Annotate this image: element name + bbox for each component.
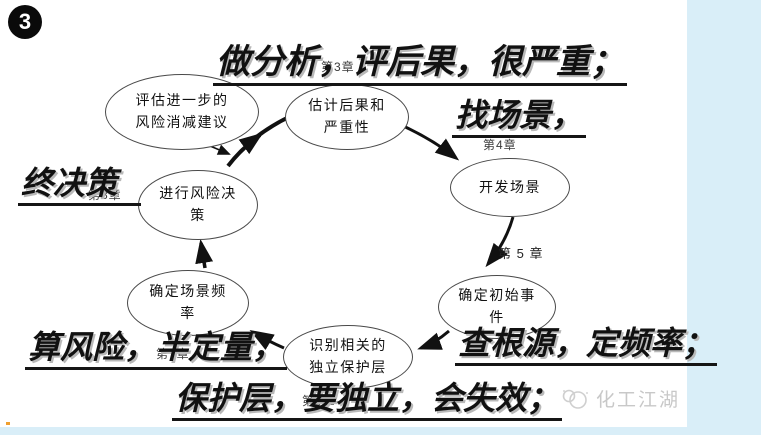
annotation-final-decision: 终决策: [18, 166, 142, 206]
node-risk-decision: 进行风险决 策: [138, 170, 258, 240]
watermark: 化工江湖: [559, 385, 680, 412]
arrow-frequency-to-decision: [195, 239, 214, 269]
arrow-loop-tail: [253, 115, 290, 140]
node-ipl-line2: 独立保护层: [309, 359, 387, 375]
node-initiating-line1: 确定初始事: [458, 287, 536, 304]
right-accent-strip: [687, 0, 761, 435]
chapter-label-ch3: 第3章: [321, 60, 355, 74]
bottom-accent-strip: [0, 427, 761, 435]
annotation-calc-risk: 算风险，半定量，: [25, 330, 288, 370]
chapter-label-ch7: 第7章: [156, 347, 190, 361]
node-evaluate-risk-reduction: 评估进一步的 风险消减建议: [105, 74, 259, 150]
badge-number: 3: [18, 9, 32, 34]
node-estimate-line2: 严重性: [323, 119, 371, 135]
artifact-dot: [6, 422, 10, 425]
node-evaluate-line1: 评估进一步的: [135, 92, 229, 109]
step-number-badge: 3: [8, 5, 42, 39]
arrow-develop-to-initiating: [485, 216, 515, 268]
annotation-protection-layer: 保护层，要独立，会失效；: [172, 381, 563, 421]
node-estimate-consequence: 估计后果和 严重性: [285, 84, 409, 150]
watermark-logo: [562, 389, 588, 409]
chapter-label-ch5: 第 5 章: [498, 246, 544, 261]
node-initiating-event: 确定初始事 件: [438, 275, 556, 339]
watermark-text: 化工江湖: [596, 390, 681, 411]
node-decision-line1: 进行风险决: [159, 185, 237, 202]
node-ipl-line1: 识别相关的: [309, 337, 387, 354]
annotation-top: 做分析，评后果，很严重；: [213, 44, 627, 86]
node-estimate-line1: 估计后果和: [308, 97, 386, 114]
node-identify-ipl: 识别相关的 独立保护层: [283, 325, 413, 389]
node-evaluate-line2: 风险消减建议: [135, 114, 229, 130]
node-decision-line2: 策: [190, 207, 206, 223]
chapter-label-ch8: 第8章: [88, 188, 122, 202]
chapter-label-ch4: 第4章: [483, 138, 517, 152]
arrow-decision-to-estimate: [226, 132, 264, 168]
arrow-ipl-to-frequency: [249, 329, 285, 351]
annotation-find-scenario: 找场景，: [452, 98, 587, 138]
node-frequency-line2: 率: [180, 305, 196, 321]
chapter-label-ch6: 第6章: [302, 394, 336, 408]
node-frequency-line1: 确定场景频: [149, 283, 227, 300]
arrow-estimate-to-develop: [400, 123, 460, 161]
node-develop-line1: 开发场景: [479, 178, 541, 195]
annotation-root-cause: 查根源，定频率；: [455, 326, 718, 366]
node-initiating-line2: 件: [489, 309, 505, 325]
node-develop-scenario: 开发场景: [450, 158, 570, 217]
node-scenario-frequency: 确定场景频 率: [127, 270, 249, 336]
arrow-initiating-to-ipl: [417, 329, 450, 350]
